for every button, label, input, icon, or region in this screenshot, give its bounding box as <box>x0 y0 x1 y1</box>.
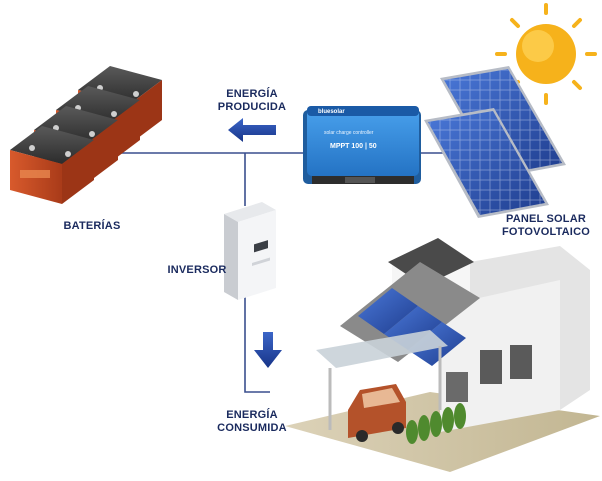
label-energy-consumed-line2: CONSUMIDA <box>217 422 287 434</box>
label-energy-consumed-line1: ENERGÍA <box>226 409 278 421</box>
controller-caption: solar charge controller <box>324 130 374 136</box>
solar-panel-front <box>424 108 549 218</box>
controller-model: MPPT 100 | 50 <box>330 143 377 150</box>
inverter <box>224 202 276 300</box>
wiring <box>115 152 462 393</box>
label-energy-produced-line1: ENERGÍA <box>226 88 278 100</box>
battery-bank <box>10 66 162 204</box>
label-energy-produced: ENERGÍA PRODUCIDA <box>212 88 292 114</box>
shrubs <box>406 403 466 444</box>
battery-1 <box>10 126 94 204</box>
arrow-down-icon <box>254 332 282 368</box>
label-solar-panel: PANEL SOLAR FOTOVOLTAICO <box>496 213 596 239</box>
charge-controller: bluesolar solar charge controller MPPT 1… <box>303 106 421 184</box>
label-inverter: INVERSOR <box>167 264 227 276</box>
label-batteries: BATERÍAS <box>63 220 121 232</box>
arrow-left-icon <box>228 118 276 142</box>
wire-inverter-house <box>244 296 270 393</box>
label-solar-panel-line2: FOTOVOLTAICO <box>502 226 590 238</box>
label-energy-consumed: ENERGÍA CONSUMIDA <box>210 409 294 435</box>
house <box>285 238 600 472</box>
label-solar-panel-line1: PANEL SOLAR <box>505 213 587 225</box>
roof-panel-1 <box>358 288 418 334</box>
controller-brand: bluesolar <box>318 109 345 115</box>
label-energy-produced-line2: PRODUCIDA <box>217 101 287 113</box>
car <box>348 384 406 442</box>
solar-panel-back <box>440 66 566 196</box>
solar-panel-array <box>424 66 566 218</box>
